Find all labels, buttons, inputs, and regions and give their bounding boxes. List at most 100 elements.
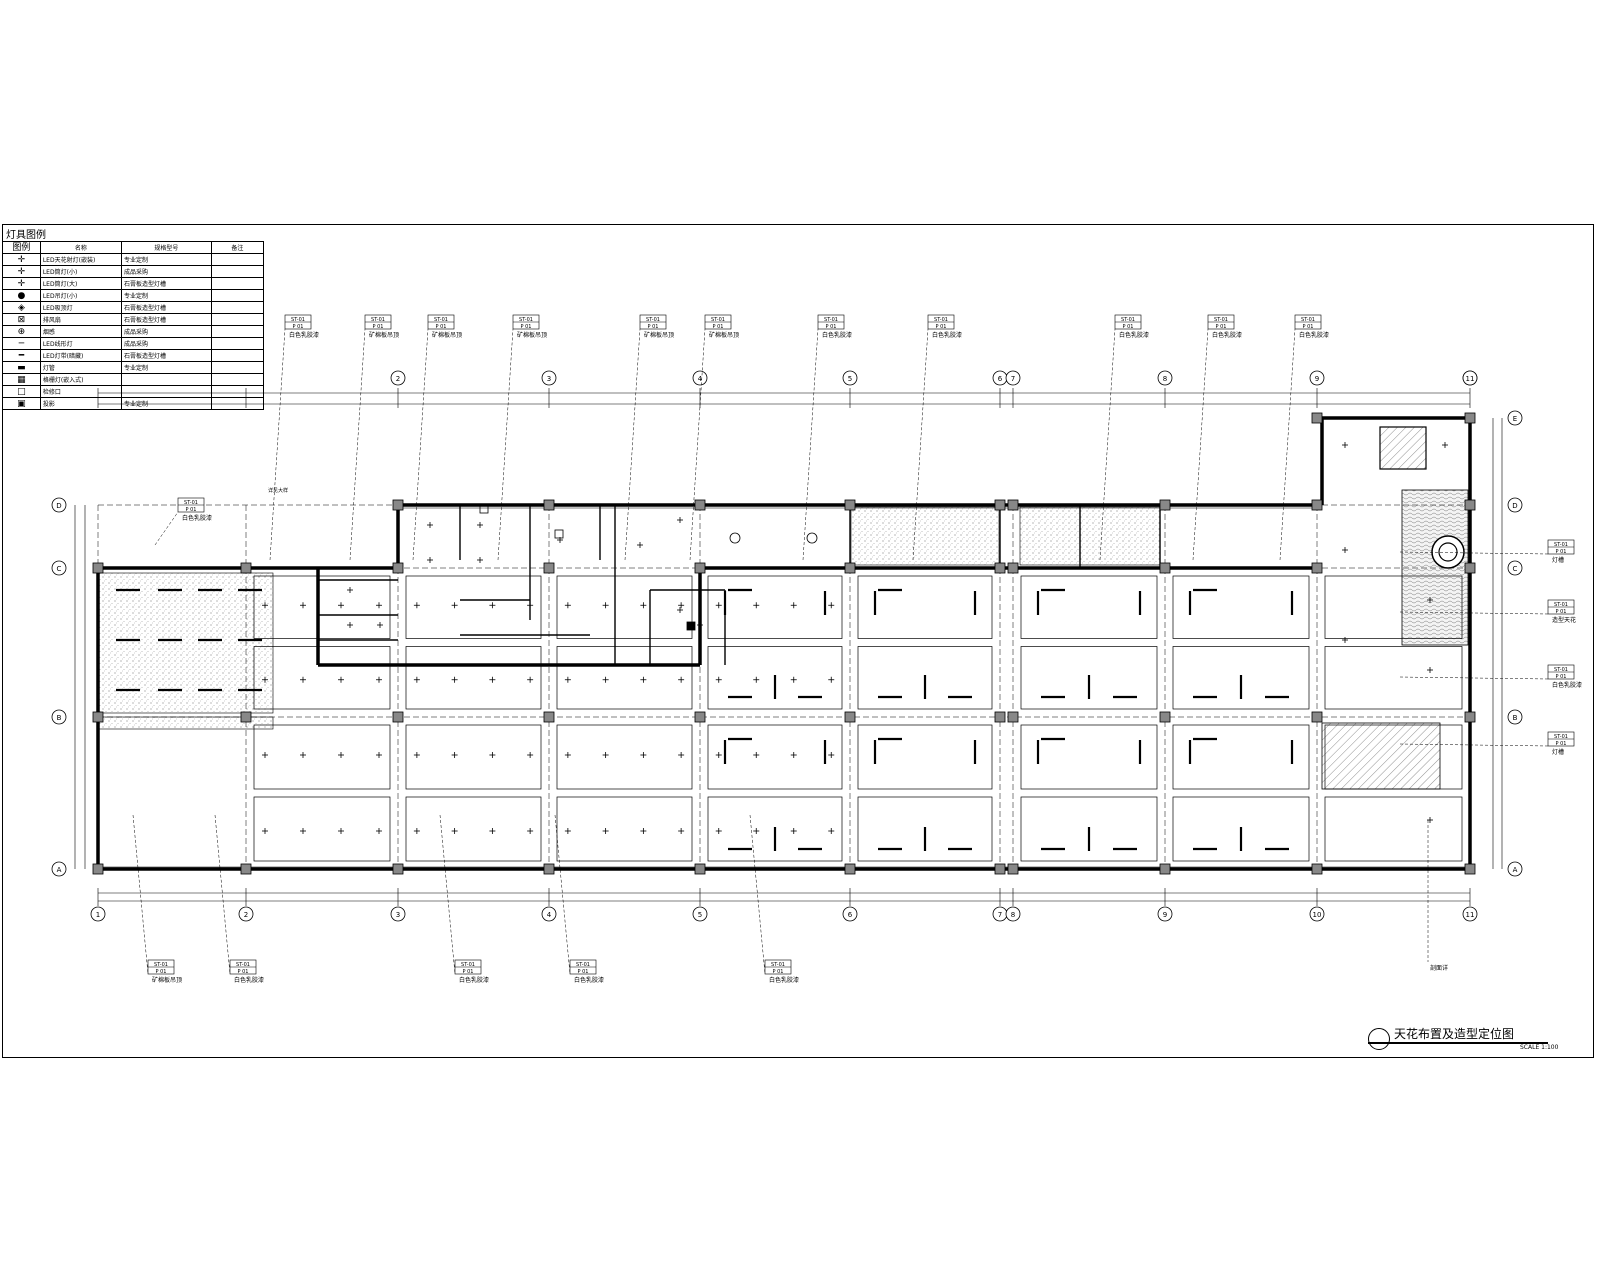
material-tag-code: ST-01 (1214, 317, 1228, 323)
structural-column (1311, 863, 1323, 875)
axis-bottom-label: 3 (396, 911, 400, 919)
ceiling-panel (253, 575, 391, 639)
structural-column (392, 562, 404, 574)
axis-bottom-label: 2 (244, 911, 248, 919)
exhaust-fan-icon (479, 504, 489, 514)
ceiling-panel (1020, 796, 1158, 862)
ceiling-panel (1172, 575, 1310, 639)
structural-column (543, 562, 555, 574)
material-tag-label: 灯槽 (1552, 556, 1564, 564)
axis-top-circle (1462, 370, 1478, 386)
axis-bottom-label: 5 (698, 911, 702, 919)
ceiling-panel (1172, 646, 1310, 710)
axis-right-circle (1507, 497, 1523, 513)
material-tag-sub: P 01 (463, 969, 474, 975)
ceiling-panel (556, 796, 693, 862)
material-tag-sub: P 01 (156, 969, 167, 975)
material-tag-label: 矿棉板吊顶 (432, 331, 462, 339)
drawing-title: 天花布置及造型定位图 (1394, 1027, 1515, 1041)
exhaust-fan-icon (554, 529, 564, 539)
ceiling-panel (707, 796, 843, 862)
material-tag-leader (689, 328, 706, 561)
material-tag-sub: P 01 (1303, 324, 1314, 330)
axis-bottom-circle (1309, 906, 1325, 922)
structural-column (994, 562, 1006, 574)
ceiling-panel (253, 646, 391, 710)
material-tag-label: 白色乳胶漆 (574, 976, 604, 984)
structural-column (240, 562, 252, 574)
axis-bottom-label: 11 (1466, 911, 1475, 919)
material-tag-code: ST-01 (236, 962, 250, 968)
material-tag-sub: P 01 (578, 969, 589, 975)
material-tag-label: 白色乳胶漆 (769, 976, 799, 984)
axis-bottom-circle (692, 906, 708, 922)
material-tag-label: 矿棉板吊顶 (517, 331, 547, 339)
material-tag-label: 白色乳胶漆 (1299, 331, 1329, 339)
material-tag-code: ST-01 (434, 317, 448, 323)
structural-column (994, 863, 1006, 875)
detail-note: 详见大样 (268, 487, 288, 494)
structural-column (92, 863, 104, 875)
structural-column (1007, 562, 1019, 574)
material-tag-code: ST-01 (1121, 317, 1135, 323)
legend-row: ━LED灯带(暗藏)石膏板造型灯槽 (2, 349, 265, 362)
structural-column (994, 499, 1006, 511)
structural-column (1159, 863, 1171, 875)
axis-left-circle (51, 709, 67, 725)
material-tag-leader (154, 511, 179, 546)
ceiling-panel (405, 724, 542, 790)
ceiling-panel (405, 646, 542, 710)
material-tag-label: 矿棉板吊顶 (369, 331, 399, 339)
material-tag-leader (214, 814, 231, 975)
axis-bottom-label: 6 (848, 911, 853, 919)
ceiling-panel (253, 796, 391, 862)
material-tag-leader (912, 328, 929, 561)
material-tag-code: ST-01 (371, 317, 385, 323)
axis-right-circle (1507, 861, 1523, 877)
axis-bottom-circle (390, 906, 406, 922)
material-tag-leader (554, 814, 571, 975)
structural-column (92, 711, 104, 723)
structural-column (1007, 711, 1019, 723)
ceiling-panel (1172, 796, 1310, 862)
legend-row: ▣投影专业定制 (2, 397, 265, 410)
legend-row: ✛LED筒灯(小)成品采购 (2, 265, 265, 278)
material-tag-label: 白色乳胶漆 (289, 331, 319, 339)
structural-column (844, 562, 856, 574)
axis-bottom-label: 9 (1163, 911, 1167, 919)
legend-header-row: 图例 名称 规格型号 备注 (2, 241, 265, 254)
legend-row: ⊠排风扇石膏板造型灯槽 (2, 313, 265, 326)
material-tag-label: 白色乳胶漆 (182, 514, 212, 522)
structural-column (1311, 412, 1323, 424)
ceiling-panel (253, 724, 391, 790)
ceiling-zone-dotted (850, 506, 1000, 566)
drawing-scale: SCALE 1:100 (1520, 1044, 1559, 1051)
material-tag-label: 白色乳胶漆 (1552, 681, 1582, 689)
structural-column (240, 711, 252, 723)
axis-bottom-circle (1157, 906, 1173, 922)
material-tag-leader (349, 328, 366, 561)
axis-top-label: 4 (698, 375, 703, 383)
structural-column (543, 863, 555, 875)
legend-row-name: LED灯带(暗藏) (39, 349, 123, 362)
axis-bottom-label: 1 (96, 911, 100, 919)
ceiling-panel (405, 575, 542, 639)
structural-column (1007, 499, 1019, 511)
legend-table: 图例 名称 规格型号 备注 ✛LED天花射灯(嵌装)专业定制✛LED筒灯(小)成… (2, 241, 265, 410)
axis-top-circle (541, 370, 557, 386)
axis-top-label: 3 (547, 375, 551, 383)
material-tag-code: ST-01 (1554, 734, 1568, 740)
axis-left-circle (51, 560, 67, 576)
material-tag-leader (439, 814, 456, 975)
material-tag-leader (1099, 328, 1116, 561)
structural-column (1464, 499, 1476, 511)
material-tag-leader (1279, 328, 1296, 561)
material-tag-code: ST-01 (291, 317, 305, 323)
axis-bottom-circle (541, 906, 557, 922)
structural-column (240, 863, 252, 875)
smoke-detector-icon (729, 532, 741, 544)
structural-column (694, 499, 706, 511)
axis-bottom-label: 4 (547, 911, 552, 919)
axis-bottom-circle (842, 906, 858, 922)
